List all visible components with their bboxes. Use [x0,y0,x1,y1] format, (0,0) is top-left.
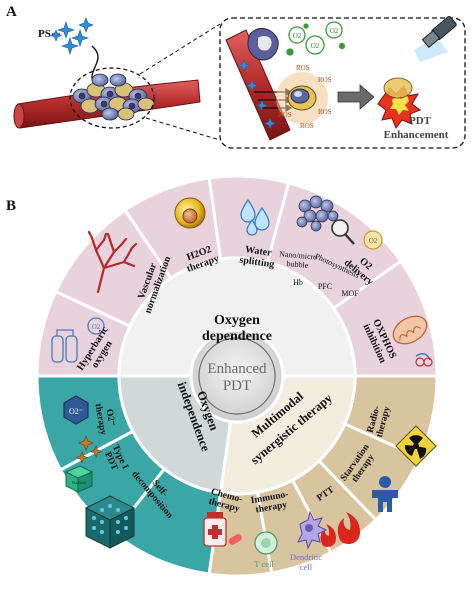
mitochondrion-icon [392,315,433,367]
o2-delivery-bubble-icon [363,230,383,250]
o2-bubble-label-2: O2 [311,42,320,50]
t-cell-icon [254,531,278,555]
o2-therapy-label-line1: O2⁻ [104,408,117,427]
cube-label: Radical [72,480,86,485]
nanoparticle-sphere-icon [174,197,206,229]
ros-label-5: ROS [318,108,332,116]
zoom-ps-stars-icon [237,59,277,130]
zoom-vessel-icon [225,29,291,141]
nano-label-line1: Nano/micro [279,249,318,261]
starving-person-icon [372,476,398,512]
exploding-cell-icon [377,77,422,130]
delivery-o2-badge: O2 [369,237,378,245]
center-title-line2: PDT [223,378,251,394]
pfc-label: PFC [318,282,332,291]
superoxide-hexagon-icon [63,395,89,425]
panel-a-label: A [6,4,17,20]
enhancement-arrow-icon [337,84,375,110]
ros-label-4: ROS [300,122,314,130]
ros-label-2: ROS [318,76,332,84]
photosensitizer-stars-icon [49,17,94,55]
water-drops-icon [240,198,270,236]
hb-label: Hb [293,278,303,287]
oxygen-tanks-icon [51,317,105,363]
cell-cluster-icon [296,195,339,232]
radiation-icon [395,425,437,467]
hexagon-label: O2⁻ [69,407,83,416]
ps-label: PS [38,28,51,40]
center-title-line1: Enhanced [207,361,267,377]
enhancement-label: Enhancement [384,129,449,141]
center-circle [189,328,285,424]
water-label-line2: splitting [239,255,275,271]
mof-label: MOF [341,289,359,298]
center-inner-ring [198,337,276,415]
tumor-cluster-icon [72,73,155,121]
light-source-icon [414,16,457,62]
zoom-line-top [139,23,221,75]
category-oxygen-dependence-line2: dependence [202,329,272,344]
medicine-bottle-icon [203,512,242,547]
t-cell-label: T cell [254,559,274,569]
category-oxygen-dependence-line1: Oxygen [214,313,260,328]
panel-b: B Enhanced PDT Oxygen dependence Oxygen … [6,174,439,578]
zoom-tumor-cell-icon [247,28,279,61]
radical-cube-icon [64,465,94,493]
zoom-line-bottom [145,117,221,141]
pdt-label: PDT [409,115,432,127]
radical-sparks-icon [75,435,103,464]
o2-bubble-label-1: O2 [293,32,302,40]
vasculature-icon [87,230,138,294]
dendritic-label-line1: Dendritic [290,552,322,562]
hyperbaric-o2-badge: O2 [92,323,101,331]
zoom-circle [69,67,155,129]
water-label-line1: Water [244,244,272,259]
target-tumor-cell-icon [287,85,317,111]
inner-ring [117,256,357,496]
panel-b-label: B [6,198,16,214]
dendritic-label-line2: cell [300,562,313,572]
vessel-opening [13,103,25,129]
magnifier-icon [331,219,355,245]
ros-label-1: ROS [296,64,310,72]
ros-label-3: ROS [278,111,292,119]
nanostructure-lattice-icon [84,495,136,549]
nano-label-line2: bubble [286,259,309,270]
panel-a: A PS [6,4,466,149]
o2-bubbles-icon [286,21,346,56]
dendritic-cell-icon [297,510,328,550]
o2-bubble-label-3: O2 [330,27,339,35]
